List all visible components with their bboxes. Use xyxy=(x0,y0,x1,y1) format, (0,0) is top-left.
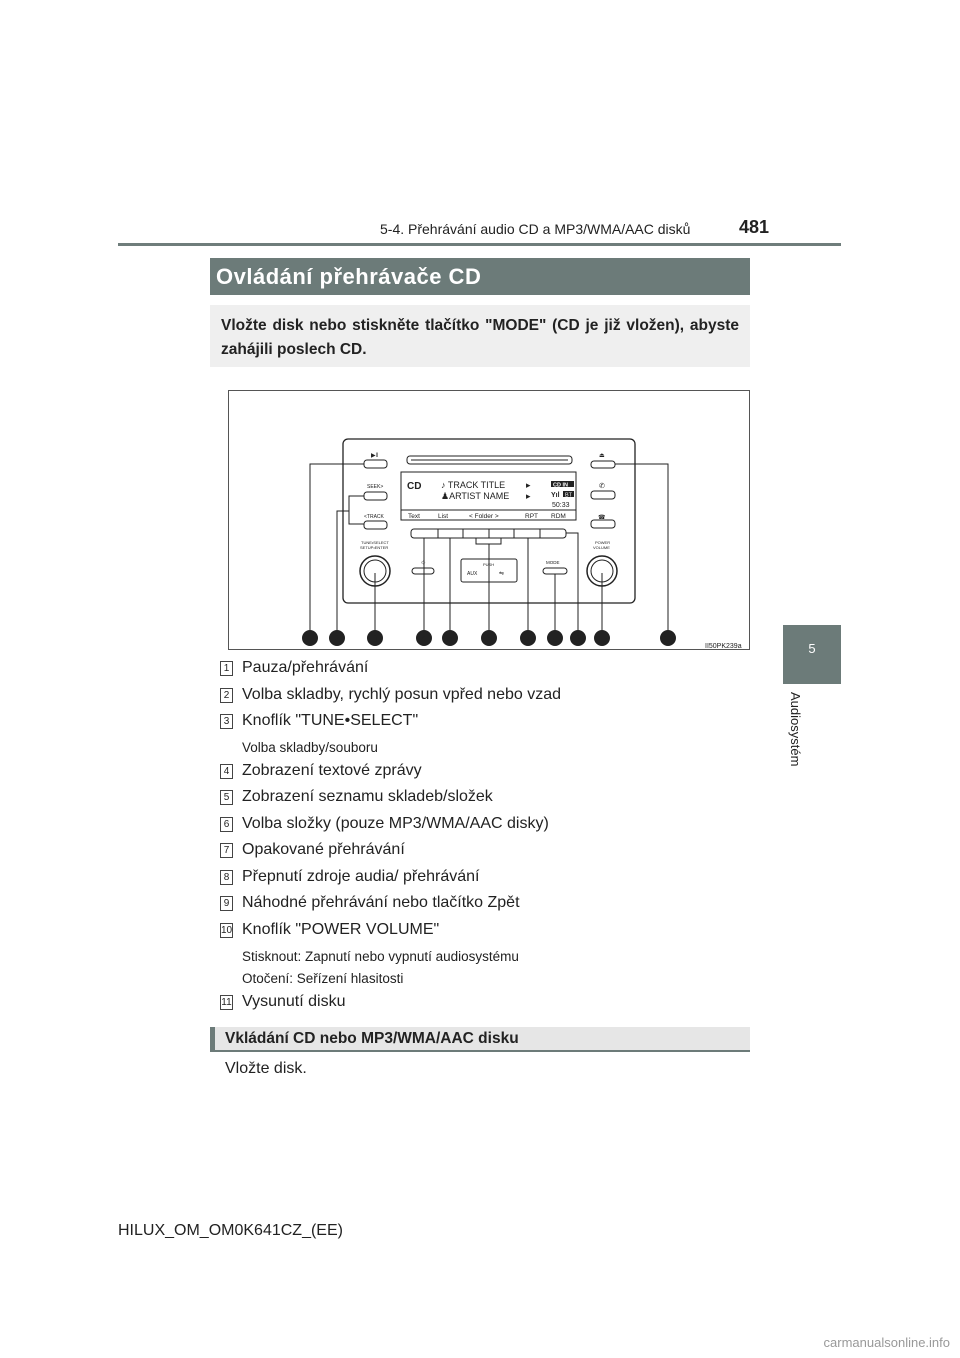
callout-11: 11 xyxy=(663,634,673,645)
display-source: CD xyxy=(407,481,421,492)
eject-icon: ⏏ xyxy=(599,453,605,459)
setup-label: SETUP•ENTER xyxy=(360,545,388,550)
item-number: 7 xyxy=(220,843,233,858)
callout-10: 10 xyxy=(597,634,608,645)
callout-5: 5 xyxy=(447,633,453,645)
intro-box: Vložte disk nebo stiskněte tlačítko "MOD… xyxy=(210,305,750,367)
svg-text:⇋: ⇋ xyxy=(499,570,504,577)
list-item: 10 Knoflík "POWER VOLUME" xyxy=(220,921,439,939)
item-note: Volba skladby/souboru xyxy=(242,740,378,755)
softkey-list: List xyxy=(438,513,448,520)
cd-player-diagram: CD ♪ TRACK TITLE ♟ARTIST NAME ▸▸ CD IN Y… xyxy=(228,390,750,650)
hangup-icon: ☎ xyxy=(598,514,606,521)
page-number: 481 xyxy=(739,217,770,237)
svg-text:▸: ▸ xyxy=(526,491,531,501)
callout-8: 8 xyxy=(552,633,558,645)
svg-text:Yıl: Yıl xyxy=(551,492,560,499)
list-item: 1 Pauza/přehrávání xyxy=(220,659,368,677)
softkey-rpt: RPT xyxy=(525,513,538,520)
list-item: 6 Volba složky (pouze MP3/WMA/AAC disky) xyxy=(220,815,549,833)
list-item: 9 Náhodné přehrávání nebo tlačítko Zpět xyxy=(220,894,520,912)
page-title: Ovládání přehrávače CD xyxy=(210,258,750,295)
display-track: ♪ TRACK TITLE xyxy=(441,480,505,490)
item-number: 6 xyxy=(220,817,233,832)
svg-text:▸: ▸ xyxy=(526,480,531,490)
item-number: 3 xyxy=(220,714,233,729)
softkey-rdm: RDM xyxy=(551,513,566,520)
item-number: 11 xyxy=(220,995,233,1010)
callout-4: 4 xyxy=(421,633,427,645)
chapter-tab: 5 xyxy=(783,625,841,684)
track-label: <TRACK xyxy=(364,514,385,520)
item-text: Vysunutí disku xyxy=(242,993,346,1010)
list-item: 8 Přepnutí zdroje audia/ přehrávání xyxy=(220,868,479,886)
callout-6: 6 xyxy=(486,633,492,645)
cd-in-indicator: CD IN xyxy=(553,483,568,489)
tune-label: TUNE•SELECT xyxy=(361,540,389,545)
callout-1: 1 xyxy=(307,633,313,645)
play-pause-icon: ▶‖ xyxy=(371,453,378,459)
volume-label: VOLUME xyxy=(593,545,610,550)
item-number: 2 xyxy=(220,688,233,703)
item-number: 4 xyxy=(220,764,233,779)
power-label: POWER xyxy=(595,540,610,545)
item-number: 9 xyxy=(220,896,233,911)
softkey-text: Text xyxy=(408,513,420,520)
diagram-code: II50PK239a xyxy=(705,643,742,650)
list-item: 7 Opakované přehrávání xyxy=(220,841,405,859)
callout-lines xyxy=(309,463,669,631)
display-artist: ♟ARTIST NAME xyxy=(441,491,509,501)
item-text: Knoflík "TUNE•SELECT" xyxy=(242,712,419,729)
bt-indicator: BT xyxy=(565,493,573,499)
item-text: Volba skladby, rychlý posun vpřed nebo v… xyxy=(242,686,562,703)
phone-icon: ✆ xyxy=(599,482,605,490)
cd-slot xyxy=(406,455,573,465)
item-text: Opakované přehrávání xyxy=(242,841,405,858)
item-number: 5 xyxy=(220,790,233,805)
chapter-label: Audiosystém xyxy=(788,692,803,767)
item-text: Knoflík "POWER VOLUME" xyxy=(242,921,440,938)
softkey-folder: < Folder > xyxy=(469,513,499,520)
item-note: Otočení: Seřízení hlasitosti xyxy=(242,971,404,986)
callout-2: 2 xyxy=(334,633,340,645)
watermark: carmanualsonline.info xyxy=(823,1335,950,1350)
header-rule xyxy=(118,243,841,246)
item-text: Přepnutí zdroje audia/ přehrávání xyxy=(242,868,480,885)
item-text: Zobrazení seznamu skladeb/složek xyxy=(242,788,493,805)
callout-3: 3 xyxy=(372,633,378,645)
callout-9: 9 xyxy=(575,633,581,645)
section-header: 5-4. Přehrávání audio CD a MP3/WMA/AAC d… xyxy=(380,221,691,237)
seek-label: SEEK> xyxy=(367,484,383,490)
item-number: 10 xyxy=(220,923,233,938)
item-text: Pauza/přehrávání xyxy=(242,659,369,676)
list-item: 3 Knoflík "TUNE•SELECT" xyxy=(220,712,418,730)
item-text: Volba složky (pouze MP3/WMA/AAC disky) xyxy=(242,815,549,832)
callout-7: 7 xyxy=(525,633,531,645)
list-item: 2 Volba skladby, rychlý posun vpřed nebo … xyxy=(220,686,561,704)
instruction-text: Vložte disk. xyxy=(225,1060,307,1077)
list-item: 5 Zobrazení seznamu skladeb/složek xyxy=(220,788,493,806)
mode-label: MODE xyxy=(546,560,560,565)
item-text: Náhodné přehrávání nebo tlačítko Zpět xyxy=(242,894,520,911)
item-text: Zobrazení textové zprávy xyxy=(242,762,422,779)
display-time: 50:33 xyxy=(552,502,570,509)
item-number: 8 xyxy=(220,870,233,885)
light-icon: ☼ xyxy=(420,559,426,566)
item-note: Stisknout: Zapnutí nebo vypnutí audiosys… xyxy=(242,949,519,964)
aux-label: AUX xyxy=(467,571,478,577)
list-item: 4 Zobrazení textové zprávy xyxy=(220,762,422,780)
footer-code: HILUX_OM_OM0K641CZ_(EE) xyxy=(118,1222,343,1239)
list-item: 11 Vysunutí disku xyxy=(220,993,345,1011)
section-heading: Vkládání CD nebo MP3/WMA/AAC disku xyxy=(210,1027,750,1052)
item-number: 1 xyxy=(220,661,233,676)
display xyxy=(400,471,577,521)
